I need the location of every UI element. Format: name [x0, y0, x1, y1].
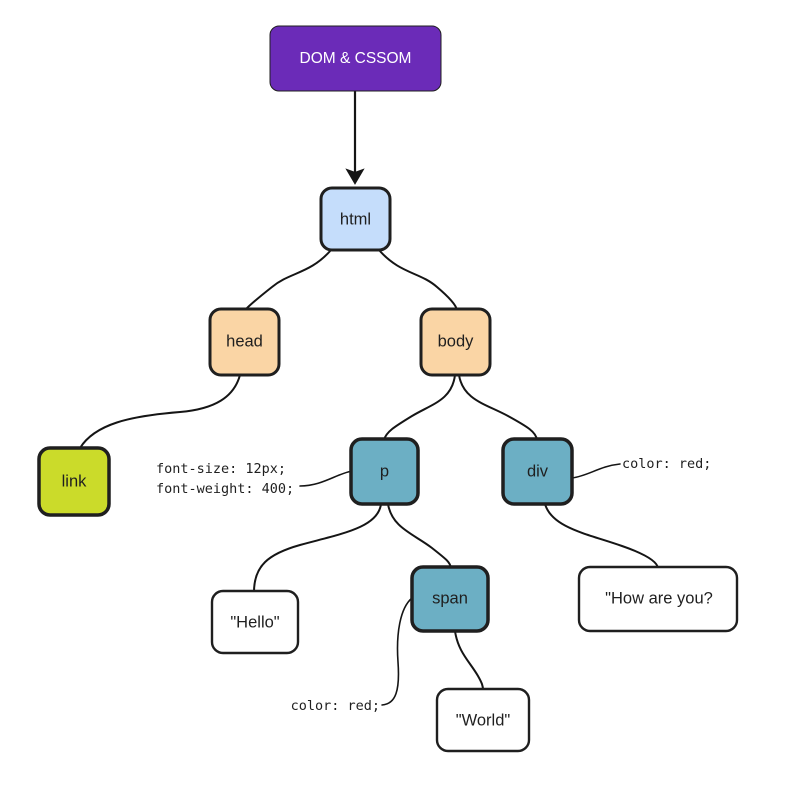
- edge-layer: [79, 91, 659, 706]
- node-text-howareyou[interactable]: "How are you?: [577, 565, 739, 633]
- edge-html-to-body: [378, 249, 458, 311]
- node-head[interactable]: head: [208, 307, 281, 377]
- node-span[interactable]: span: [410, 565, 490, 633]
- edge-p-to-hello: [253, 503, 382, 593]
- node-text-howareyou-label: "How are you?: [605, 589, 713, 607]
- edge-div-to-howareyou: [544, 503, 659, 569]
- edge-head-to-link: [79, 374, 241, 449]
- annotation-p-font-size: font-size: 12px;: [156, 461, 286, 477]
- node-html-box: [319, 186, 392, 252]
- node-p-box: [349, 437, 420, 506]
- node-body-label: body: [438, 332, 475, 350]
- node-html[interactable]: html: [319, 186, 392, 252]
- node-p-label: p: [380, 462, 389, 480]
- node-head-label: head: [226, 332, 263, 350]
- node-text-howareyou-box: [577, 565, 739, 633]
- edge-body-to-p: [383, 374, 456, 441]
- annotation-span-color: color: red;: [291, 698, 380, 714]
- annotation-layer: font-size: 12px; font-weight: 400; color…: [156, 456, 711, 714]
- annotation-div-color: color: red;: [622, 456, 711, 472]
- node-link-box: [37, 446, 111, 517]
- node-dom-cssom-box: [269, 25, 442, 92]
- node-body-box: [419, 307, 492, 377]
- node-dom-cssom[interactable]: DOM & CSSOM: [269, 25, 442, 92]
- node-link[interactable]: link: [37, 446, 111, 517]
- edge-body-to-div: [458, 374, 538, 441]
- edge-span-to-world: [454, 630, 484, 691]
- node-span-box: [410, 565, 490, 633]
- node-div-box: [501, 437, 574, 506]
- leader-p-style: [299, 470, 353, 487]
- edge-p-to-span: [387, 503, 452, 569]
- edge-html-to-head: [244, 249, 332, 311]
- node-dom-cssom-label: DOM & CSSOM: [300, 50, 412, 67]
- node-link-label: link: [62, 472, 88, 490]
- node-p[interactable]: p: [349, 437, 420, 506]
- node-html-label: html: [340, 210, 371, 228]
- node-text-hello-box: [210, 589, 300, 655]
- node-div-label: div: [527, 462, 549, 480]
- node-body[interactable]: body: [419, 307, 492, 377]
- node-head-box: [208, 307, 281, 377]
- node-text-world-label: "World": [456, 711, 511, 729]
- node-text-world[interactable]: "World": [435, 687, 531, 753]
- leader-div-style: [571, 463, 621, 479]
- node-span-label: span: [432, 589, 468, 607]
- node-div[interactable]: div: [501, 437, 574, 506]
- annotation-p-font-weight: font-weight: 400;: [156, 481, 294, 497]
- node-text-hello-label: "Hello": [230, 613, 279, 631]
- leader-span-style: [381, 597, 413, 706]
- node-text-world-box: [435, 687, 531, 753]
- node-text-hello[interactable]: "Hello": [210, 589, 300, 655]
